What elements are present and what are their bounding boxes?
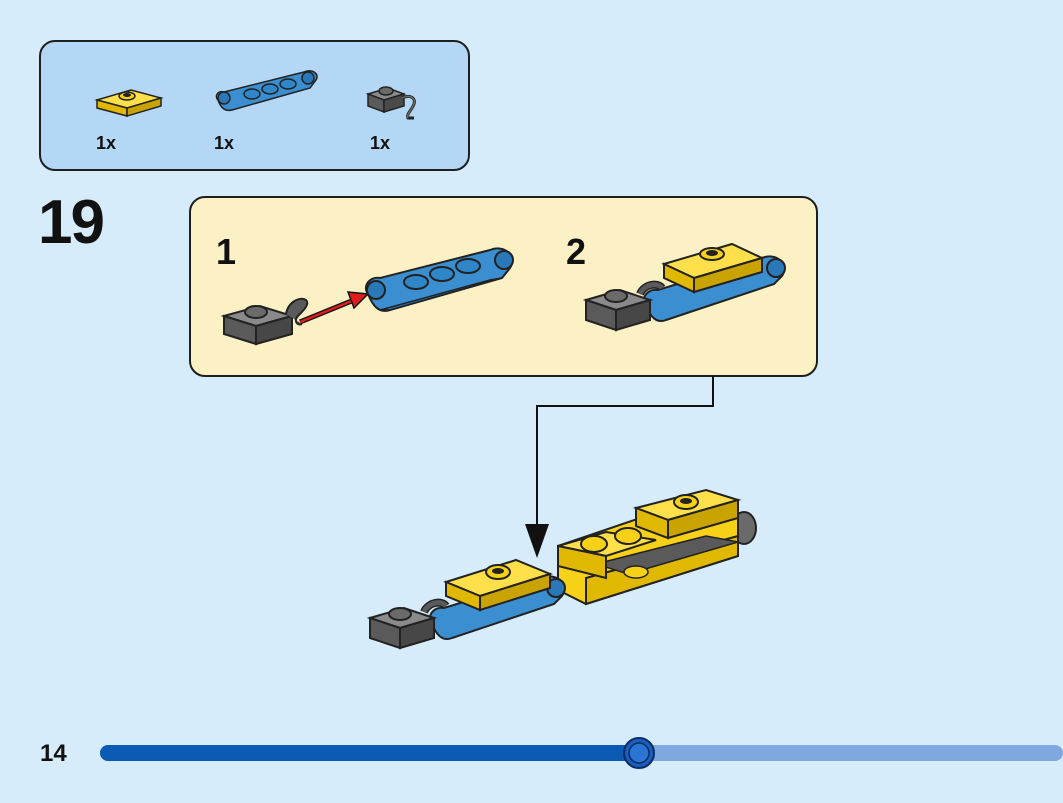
progress-bar bbox=[100, 737, 1063, 769]
substep-2-illustration bbox=[582, 242, 786, 332]
connector-arrow bbox=[525, 376, 714, 558]
part-2-quantity: 1x bbox=[214, 133, 235, 153]
substep-1-label: 1 bbox=[216, 231, 237, 272]
part-3-quantity: 1x bbox=[370, 133, 391, 153]
blue-handle-plate-icon bbox=[215, 69, 318, 112]
substep-1-illustration bbox=[220, 247, 514, 346]
substep-2-label: 2 bbox=[566, 231, 587, 272]
gray-clip-plate-icon bbox=[365, 86, 416, 120]
part-1-quantity: 1x bbox=[96, 133, 117, 153]
blue-handle-plate-icon bbox=[364, 247, 514, 312]
main-assembly-illustration bbox=[366, 488, 757, 650]
progress-fill bbox=[100, 745, 639, 761]
gray-clip-plate-icon bbox=[220, 297, 309, 346]
red-arrow-icon bbox=[299, 291, 370, 325]
step-number: 19 bbox=[38, 188, 105, 257]
page-number: 14 bbox=[40, 740, 67, 767]
yellow-plate-icon bbox=[94, 89, 164, 118]
